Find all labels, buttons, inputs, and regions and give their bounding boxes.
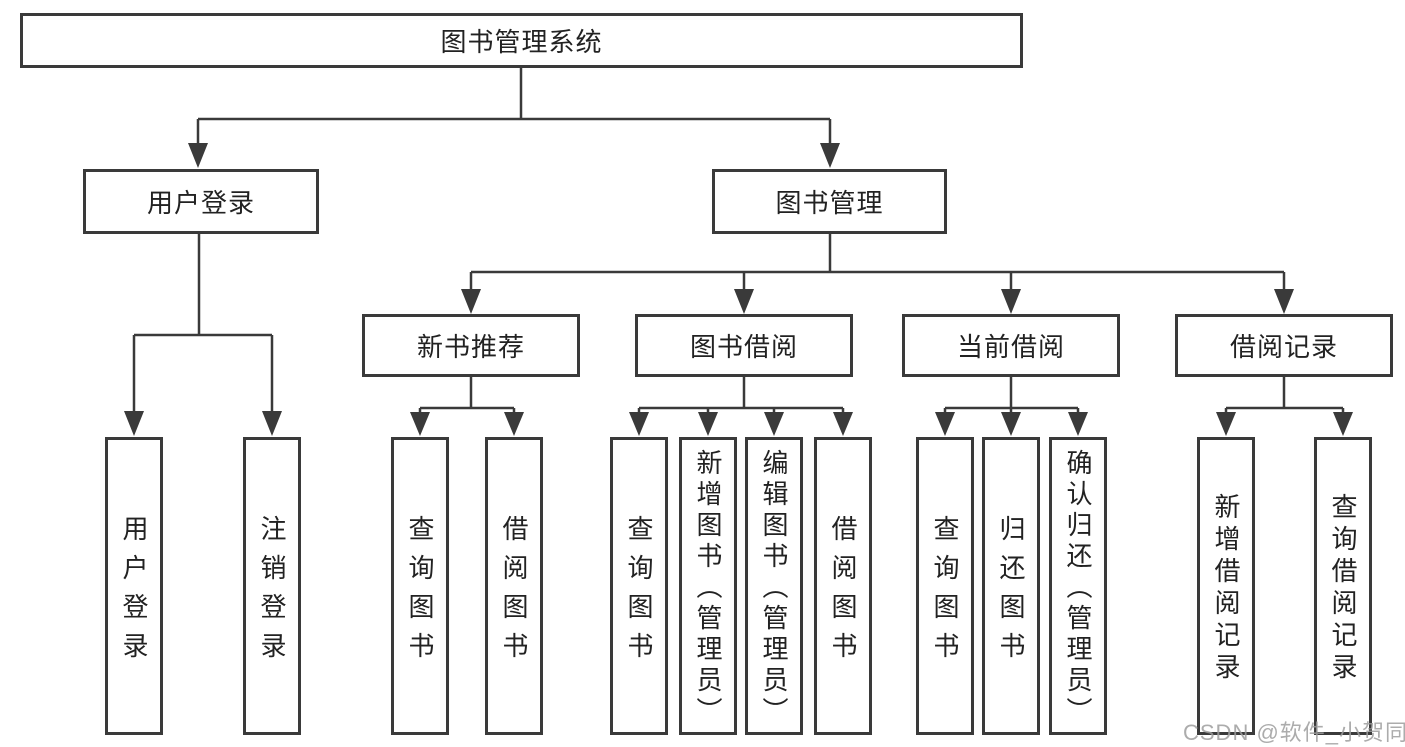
leaf-query-books-current: 查询图书 — [916, 437, 974, 735]
node-user-login: 用户登录 — [83, 169, 319, 234]
csdn-watermark: CSDN @软件_小贺同学 — [1183, 720, 1405, 745]
leaf-query-books-recommend: 查询图书 — [391, 437, 449, 735]
leaf-borrow-books-recommend-label: 借阅图书 — [499, 514, 529, 671]
leaf-edit-book-admin: 编辑图书（管理员） — [745, 437, 803, 735]
node-user-login-label: 用户登录 — [146, 188, 255, 218]
leaf-query-borrow-record: 查询借阅记录 — [1314, 437, 1372, 735]
leaf-query-books-current-label: 查询图书 — [930, 514, 960, 671]
leaf-return-book: 归还图书 — [982, 437, 1040, 735]
root-node-label: 图书管理系统 — [440, 27, 603, 57]
leaf-query-books-borrow: 查询图书 — [610, 437, 668, 735]
leaf-confirm-return-admin: 确认归还（管理员） — [1049, 437, 1107, 735]
leaf-edit-book-admin-label: 编辑图书（管理员） — [759, 449, 789, 728]
leaf-borrow-books: 借阅图书 — [814, 437, 872, 735]
node-borrow-records: 借阅记录 — [1175, 314, 1393, 377]
leaf-user-login: 用户登录 — [105, 437, 163, 735]
node-new-book-recommend: 新书推荐 — [362, 314, 580, 377]
root-node-library-management-system: 图书管理系统 — [20, 13, 1023, 68]
leaf-add-book-admin-label: 新增图书（管理员） — [693, 449, 723, 728]
leaf-return-book-label: 归还图书 — [996, 514, 1026, 671]
leaf-query-borrow-record-label: 查询借阅记录 — [1328, 493, 1358, 685]
node-book-management: 图书管理 — [712, 169, 947, 234]
leaf-add-book-admin: 新增图书（管理员） — [679, 437, 737, 735]
node-book-borrow: 图书借阅 — [635, 314, 853, 377]
node-current-borrow-label: 当前借阅 — [956, 332, 1065, 362]
node-book-management-label: 图书管理 — [775, 188, 884, 218]
leaf-add-borrow-record: 新增借阅记录 — [1197, 437, 1255, 735]
node-new-book-recommend-label: 新书推荐 — [416, 332, 525, 362]
leaf-query-books-recommend-label: 查询图书 — [405, 514, 435, 671]
node-current-borrow: 当前借阅 — [902, 314, 1120, 377]
leaf-logout: 注销登录 — [243, 437, 301, 735]
leaf-confirm-return-admin-label: 确认归还（管理员） — [1063, 449, 1093, 728]
node-borrow-records-label: 借阅记录 — [1229, 332, 1338, 362]
node-book-borrow-label: 图书借阅 — [689, 332, 798, 362]
leaf-user-login-label: 用户登录 — [119, 514, 149, 671]
leaf-borrow-books-label: 借阅图书 — [828, 514, 858, 671]
leaf-borrow-books-recommend: 借阅图书 — [485, 437, 543, 735]
arrowheads — [124, 143, 1353, 436]
leaf-query-books-borrow-label: 查询图书 — [624, 514, 654, 671]
leaf-add-borrow-record-label: 新增借阅记录 — [1211, 493, 1241, 685]
leaf-logout-label: 注销登录 — [257, 514, 287, 671]
